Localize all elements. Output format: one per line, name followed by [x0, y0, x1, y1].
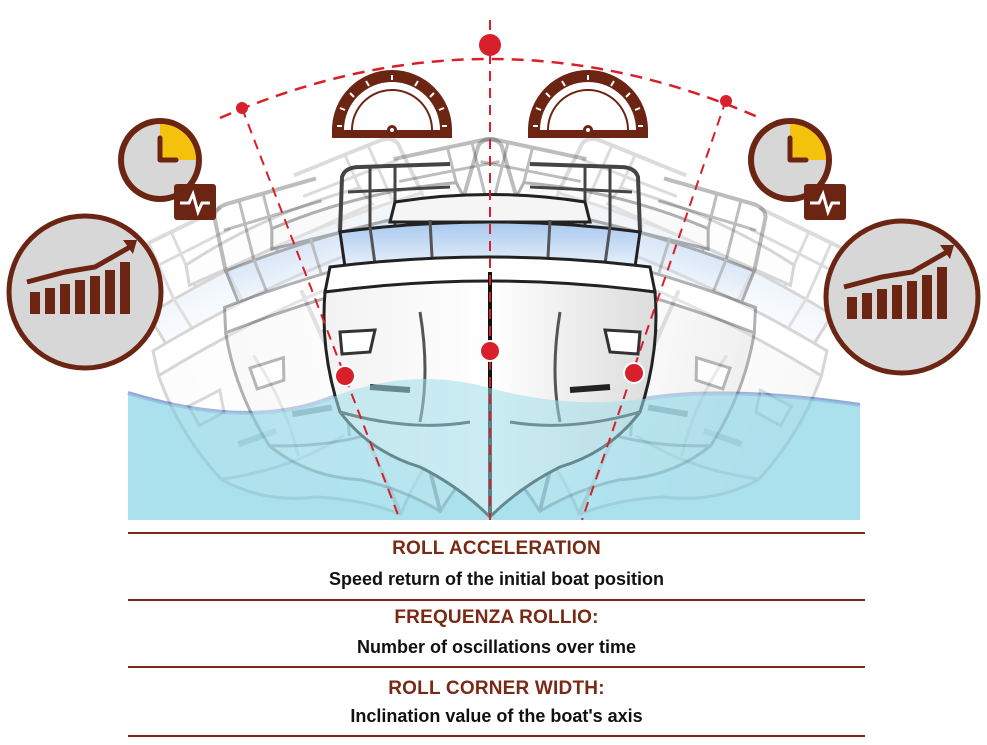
divider — [128, 666, 865, 668]
divider — [128, 735, 865, 737]
divider — [128, 532, 865, 534]
legend-title-roll-frequency: FREQUENZA ROLLIO: — [394, 607, 599, 628]
clock-icon — [118, 118, 216, 220]
axis-left — [241, 107, 401, 521]
legend-title-roll-corner-width: ROLL CORNER WIDTH: — [388, 678, 605, 699]
roll-diagram — [0, 20, 987, 530]
legend-desc-roll-corner-width: Inclination value of the boat's axis — [350, 706, 643, 726]
legend-desc-roll-acceleration: Speed return of the initial boat positio… — [328, 569, 664, 589]
protractor-icon — [331, 69, 453, 139]
bar-chart-growth-icon — [9, 216, 161, 368]
arc-marker-left — [236, 102, 248, 114]
divider — [128, 599, 865, 601]
water-overlay — [128, 379, 860, 520]
roll-arc — [219, 57, 761, 120]
clock-icon — [748, 118, 846, 220]
axis-right — [581, 99, 727, 521]
legend-desc-roll-frequency: Number of oscillations over time — [356, 637, 637, 657]
pivot-marker-right — [623, 362, 645, 384]
legend-title-roll-acceleration: ROLL ACCELERATION — [392, 538, 601, 559]
bar-chart-growth-icon — [826, 221, 978, 373]
arc-marker-center — [479, 34, 501, 56]
pivot-marker-center — [479, 340, 501, 362]
arc-marker-right — [720, 95, 732, 107]
pivot-marker-left — [334, 365, 356, 387]
protractor-icon — [527, 69, 649, 139]
